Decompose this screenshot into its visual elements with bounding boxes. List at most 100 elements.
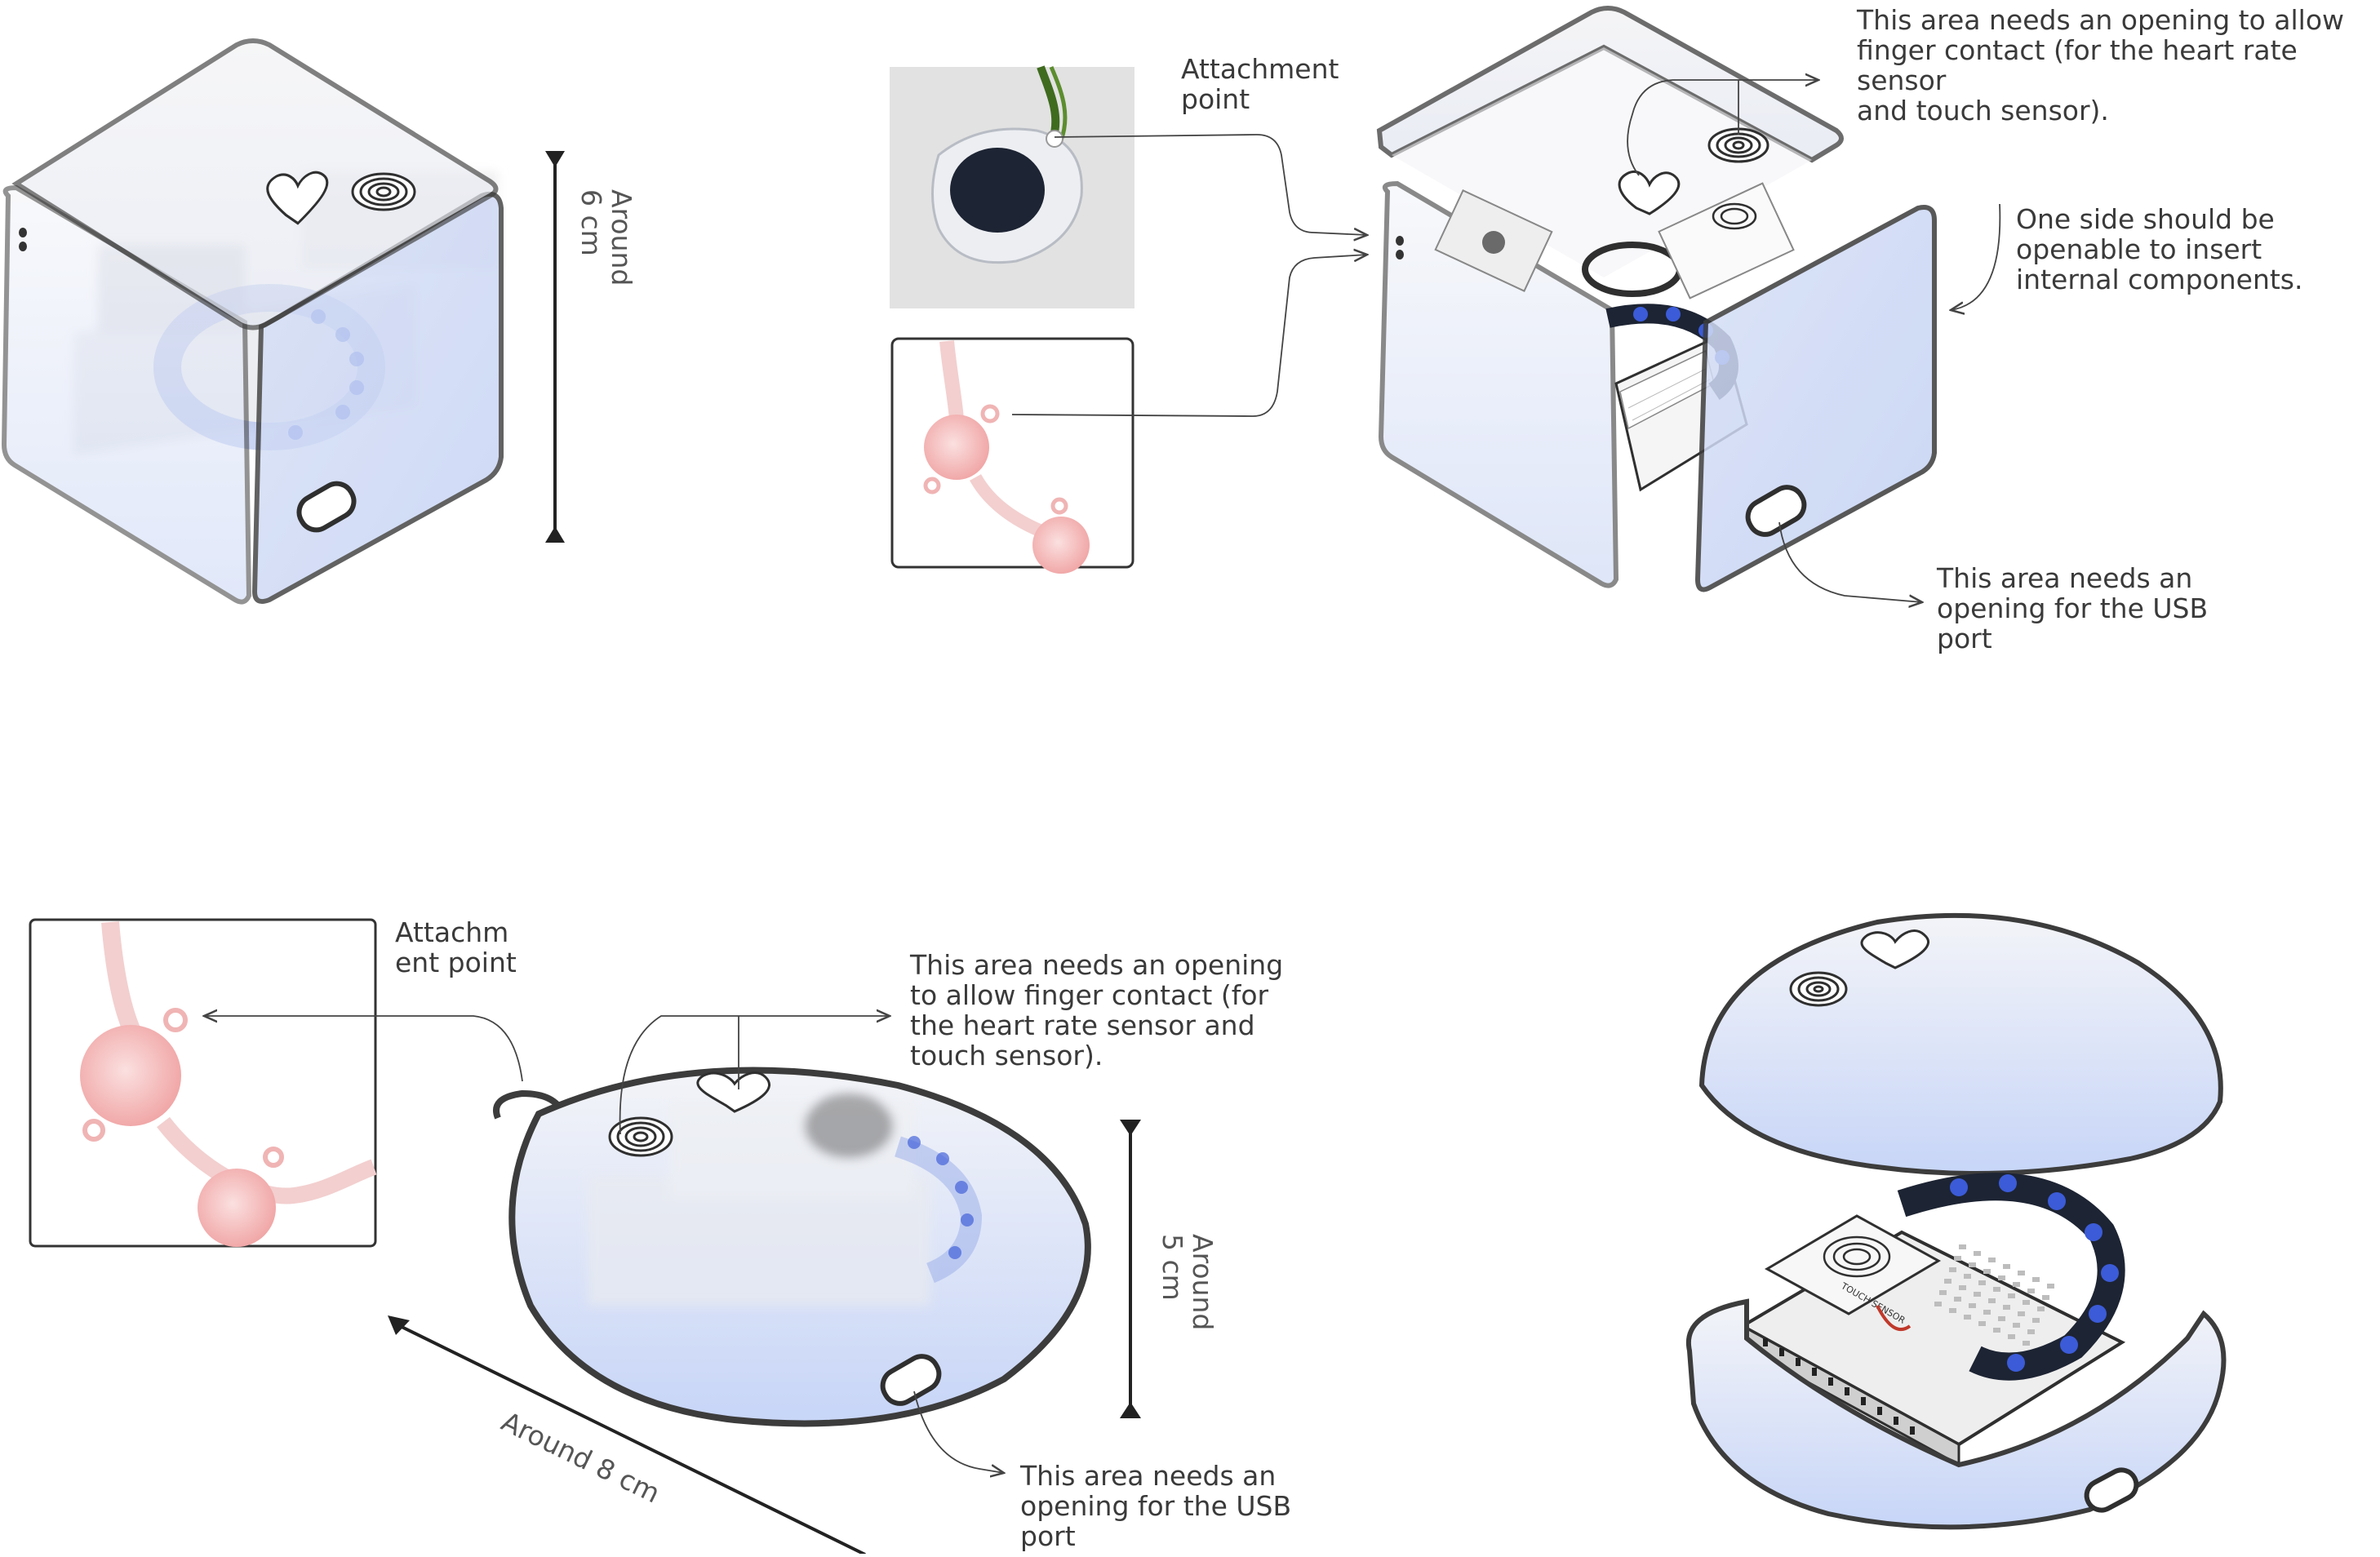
led-matrix-cell <box>2047 1284 2054 1289</box>
led-matrix-cell <box>1998 1316 2005 1321</box>
silicone-loop <box>163 1008 188 1032</box>
led-matrix-cell <box>1993 1287 2000 1292</box>
dark-button <box>950 148 1045 233</box>
cube-concept-illustration <box>1 38 565 605</box>
pebble-concept-illustration <box>29 918 1141 1556</box>
led-matrix-cell <box>2018 1311 2025 1316</box>
cube-attachment-label: Attachment point <box>1181 53 1339 115</box>
silicone-bead <box>198 1169 276 1247</box>
pebble-touch-sensor-module <box>1764 1214 1942 1315</box>
led-matrix-cell <box>1954 1297 1961 1302</box>
cube-exploded-left-wall <box>1378 180 1619 588</box>
led-matrix-cell <box>2032 1318 2040 1323</box>
led-matrix-cell <box>2003 1305 2010 1310</box>
led-matrix-cell <box>2013 1282 2020 1287</box>
led-matrix-cell <box>1964 1274 1971 1279</box>
silicone-loop <box>1050 497 1068 515</box>
touch-sensor-icon <box>351 172 416 211</box>
led-matrix-cell <box>1939 1290 1947 1295</box>
led-matrix-cell <box>1983 1269 1991 1274</box>
exploded-touch-sensor-pad <box>1712 202 1757 230</box>
led-matrix-cell <box>1974 1251 1981 1256</box>
led-matrix-cell <box>2027 1329 2035 1334</box>
exploded-usb-port <box>1745 485 1807 537</box>
led-matrix-cell <box>1978 1321 1986 1326</box>
led-matrix-cell <box>2037 1306 2045 1311</box>
led-matrix-cell <box>1988 1298 1996 1303</box>
silicone-loop <box>980 404 1000 424</box>
pebble-bottom-usb-port <box>2084 1467 2139 1513</box>
silicone-bead <box>1032 517 1090 574</box>
pebble-board-pins <box>1763 1338 1915 1435</box>
cube-vent-dot <box>19 242 27 251</box>
silicone-loop <box>82 1119 105 1142</box>
led-matrix-cell <box>2042 1295 2049 1300</box>
led-matrix-cell <box>1978 1280 1986 1285</box>
exploded-touch-sensor-module <box>1658 182 1795 299</box>
pebble-touch-sensor-icon <box>608 1116 673 1157</box>
exploded-heart-sensor-lens <box>1482 231 1505 254</box>
led-matrix-cell <box>2008 1334 2015 1339</box>
pebble-exploded-led-dots <box>1950 1174 2119 1372</box>
cube-vent-dot <box>19 228 27 237</box>
cube-vent-dot <box>1396 250 1404 260</box>
pebble-usb-opening-label: This area needs an opening for the USB p… <box>1020 1460 1292 1552</box>
cube-finger-opening-label: This area needs an opening to allow fing… <box>1857 4 2345 126</box>
led-matrix-cell <box>1944 1279 1952 1284</box>
led-dot <box>1666 307 1681 322</box>
led-matrix-cell <box>1964 1315 1971 1320</box>
pebble-bottom-cup <box>1685 1298 2227 1530</box>
silicone-bead <box>80 1025 181 1126</box>
cube-top-face <box>11 38 499 330</box>
pebble-height-label: Around 5 cm <box>1157 1234 1219 1331</box>
pebble-exploded-illustration: GND TOUCH SENSOR <box>1685 912 2227 1530</box>
pebble-heart-sensor-icon <box>696 1071 771 1113</box>
cube-exploded-lid-underside <box>1392 47 1812 277</box>
cube-vent-dot <box>1396 236 1404 246</box>
pebble-concept-leader-lines <box>204 1016 1004 1473</box>
dome-heart-icon <box>1860 929 1930 969</box>
led-matrix-cell <box>1949 1267 1956 1272</box>
pebble-led-dots <box>908 1136 974 1259</box>
led-matrix-cell <box>2023 1341 2030 1346</box>
led-matrix-cell <box>2023 1300 2030 1305</box>
led-dot <box>1633 307 1648 322</box>
led-matrix-cell <box>1969 1262 1976 1267</box>
cube-openable-side-panel <box>1694 205 1937 592</box>
led-matrix-cell <box>2008 1293 2015 1298</box>
green-strap-highlight <box>1049 66 1068 141</box>
pebble-length-dimension <box>388 1315 866 1556</box>
silicone-bead <box>924 415 989 480</box>
cube-exploded-illustration <box>890 6 1937 592</box>
cube-openable-side-label: One side should be openable to insert in… <box>2016 203 2303 295</box>
exploded-heart-icon <box>1618 171 1681 215</box>
cube-dimension-label: Around 6 cm <box>575 189 637 286</box>
dome-touch-sensor-icon <box>1789 971 1848 1007</box>
silicone-loop <box>263 1147 284 1168</box>
pebble-finger-opening-label: This area needs an opening to allow fing… <box>910 949 1284 1071</box>
pebble-top-dome <box>1698 912 2223 1176</box>
attachment-loop-hole <box>1046 130 1063 148</box>
board-label-gnd: GND <box>2067 1256 2091 1285</box>
led-matrix-cell <box>1959 1244 1966 1249</box>
cube-exploded-lid <box>1376 6 1844 163</box>
led-matrix-cell <box>1954 1256 1961 1261</box>
sensor-wire <box>1876 1305 1912 1332</box>
pebble-height-dimension <box>1120 1120 1141 1418</box>
pebble-led-matrix <box>1934 1244 2054 1346</box>
led-matrix-cell <box>1949 1308 1956 1313</box>
pebble-usb-port <box>880 1354 942 1406</box>
silicone-cord <box>157 1116 377 1204</box>
led-matrix-cell <box>1969 1303 1976 1308</box>
pebble-attachment-label: Attachm ent point <box>395 916 517 978</box>
led-matrix-cell <box>1988 1258 1996 1262</box>
led-matrix-cell <box>1983 1310 1991 1315</box>
led-matrix-cell <box>1974 1292 1981 1297</box>
led-matrix-cell <box>1998 1275 2005 1280</box>
silicone-loop <box>923 477 941 495</box>
led-matrix-cell <box>1934 1302 1942 1306</box>
cube-usb-port <box>296 481 357 533</box>
led-matrix-cell <box>2032 1277 2040 1282</box>
